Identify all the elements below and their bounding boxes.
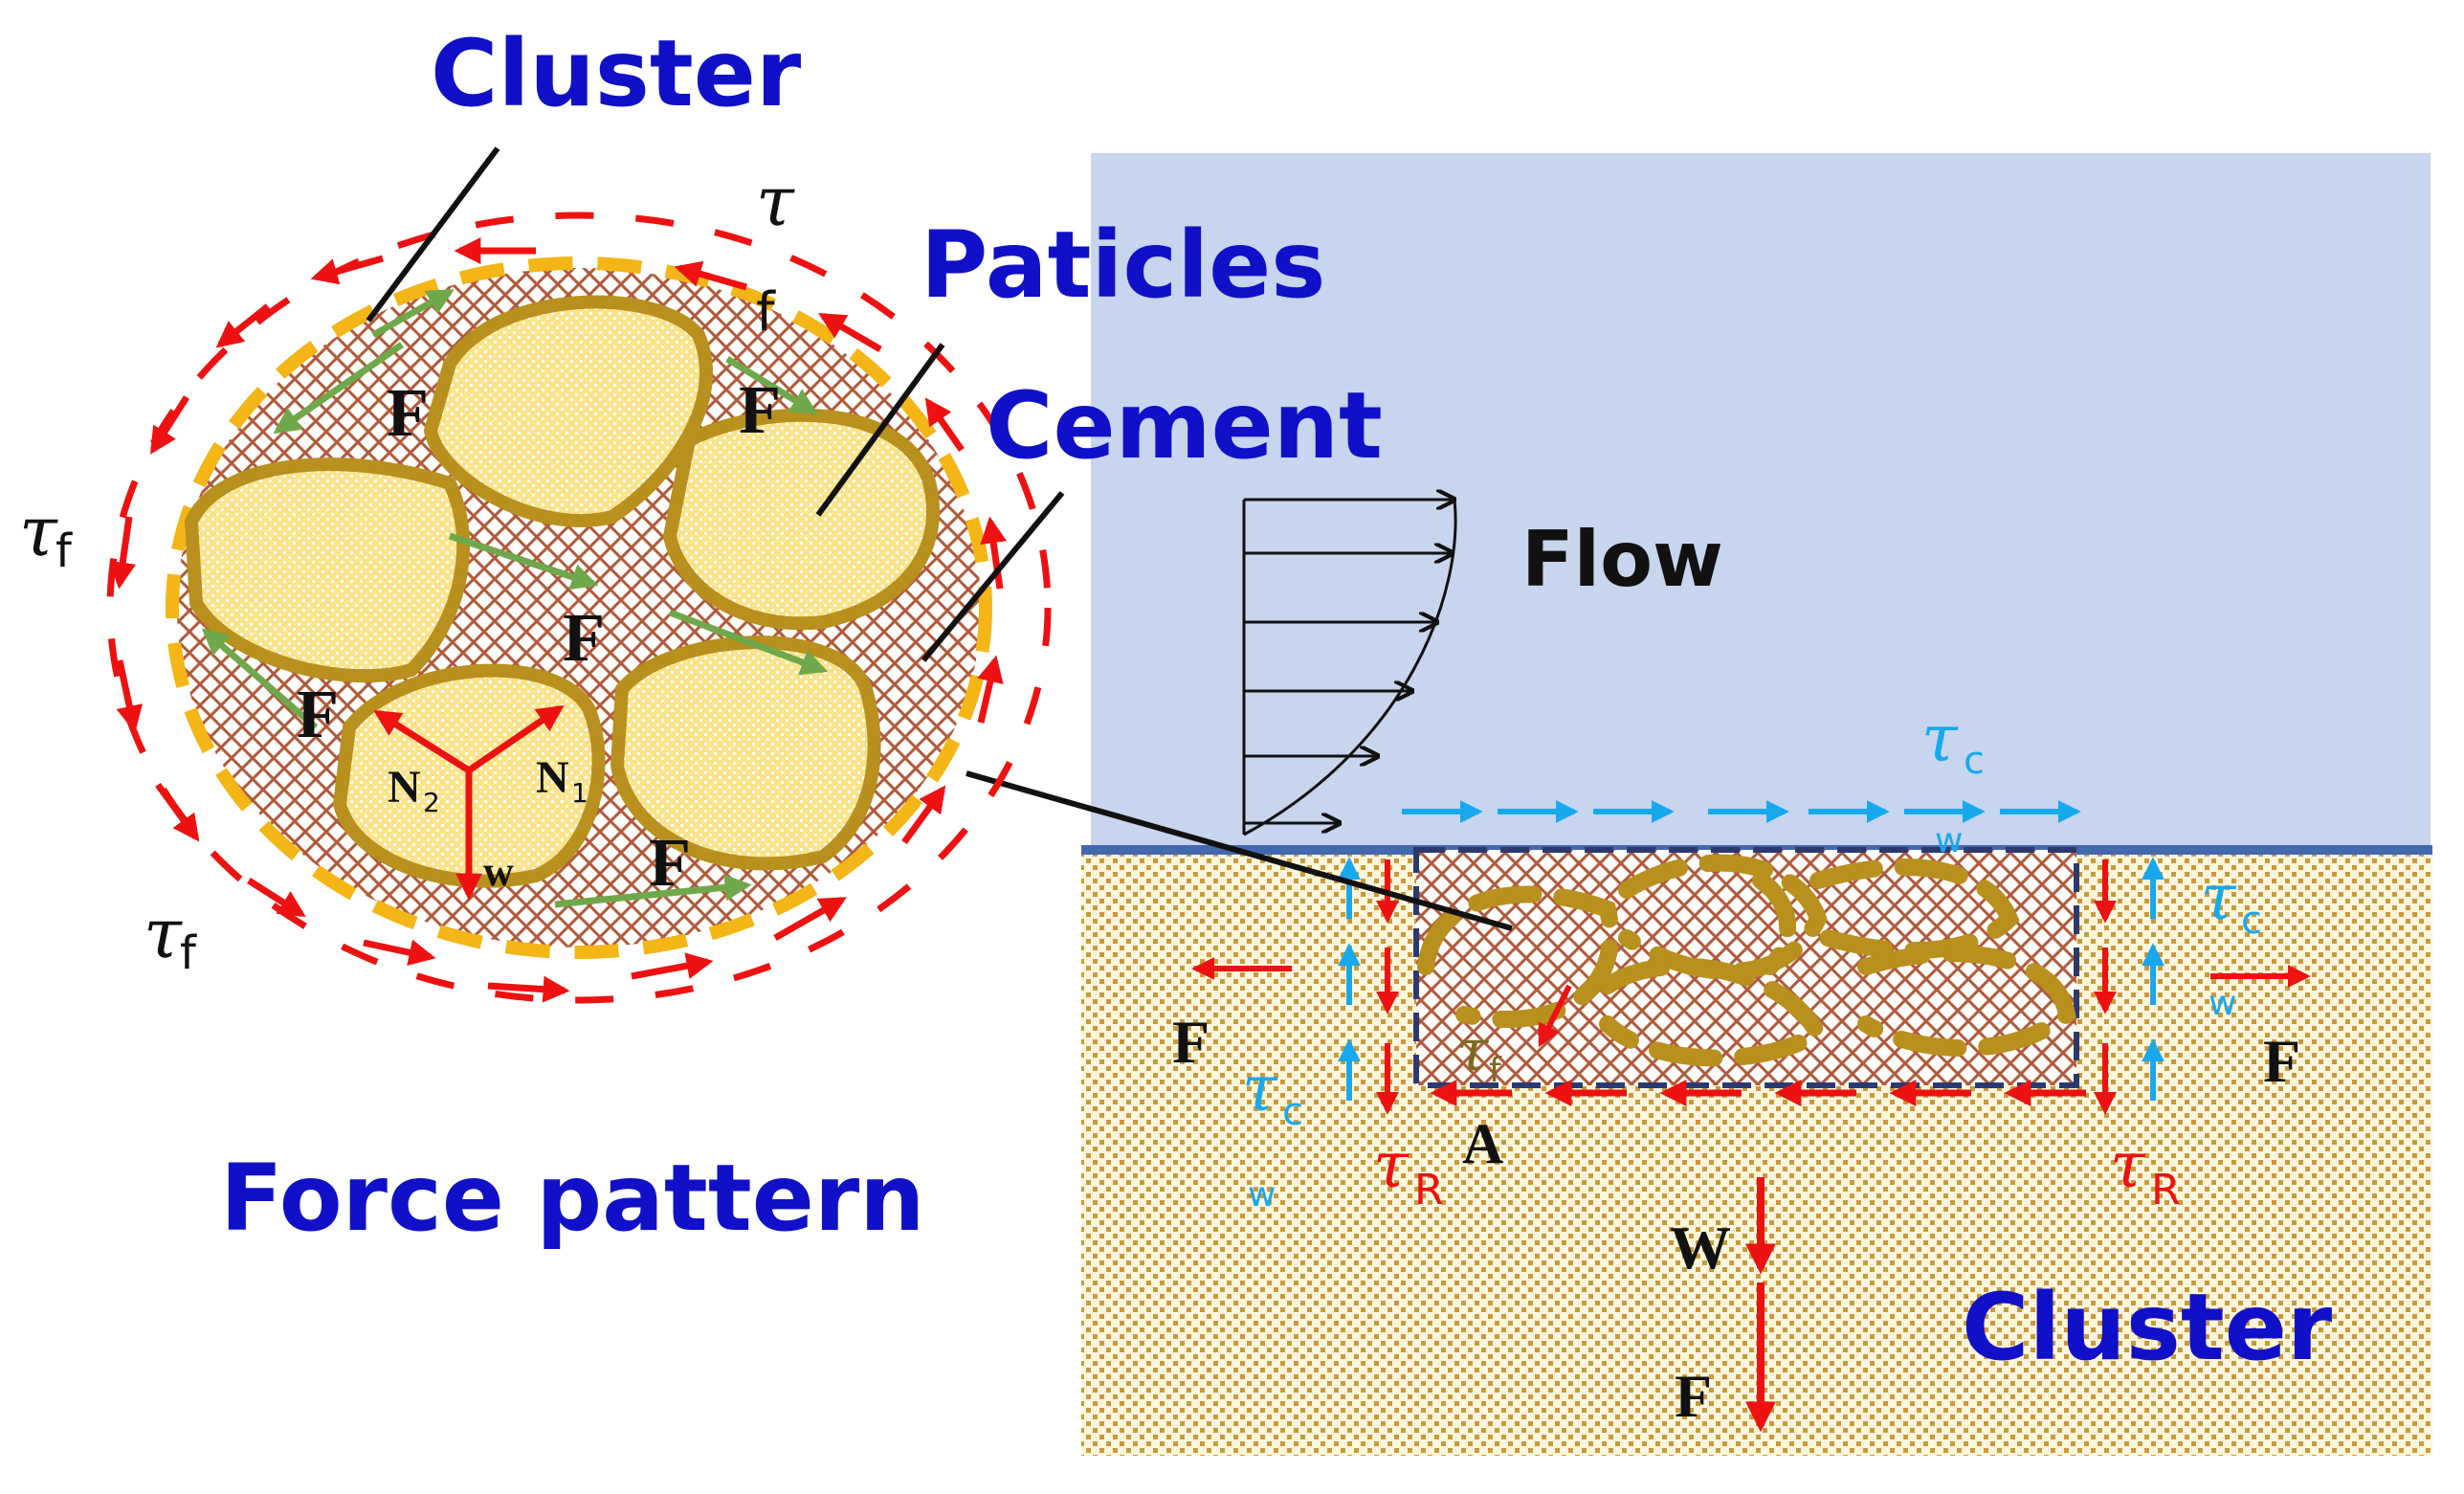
contact-force-arrows bbox=[201, 288, 829, 908]
tau-c-left: τ bbox=[1242, 1052, 1278, 1126]
velocity-profile bbox=[1242, 500, 1457, 836]
tau-f-bed: τ bbox=[1456, 1017, 1489, 1084]
particle-top bbox=[423, 295, 713, 527]
force-F-down: F bbox=[1675, 1362, 1712, 1430]
force-F-1: F bbox=[387, 374, 429, 451]
svg-text:c: c bbox=[1282, 1090, 1303, 1134]
normal-N1: N bbox=[536, 752, 569, 803]
left-side-arrows bbox=[1191, 857, 1399, 1115]
cluster-label-top: Cluster bbox=[431, 20, 802, 127]
f-top: f bbox=[756, 281, 776, 344]
area-A: A bbox=[1462, 1112, 1503, 1175]
svg-text:2: 2 bbox=[423, 787, 440, 818]
outer-shear-arrows bbox=[109, 237, 1008, 1003]
force-F-right: F bbox=[2263, 1027, 2300, 1095]
normal-N2: N bbox=[388, 762, 421, 813]
particle-reaction-forces bbox=[373, 704, 565, 901]
svg-text:f: f bbox=[180, 926, 197, 980]
tau-f-bottom: τ bbox=[144, 893, 183, 973]
weight-w: w bbox=[483, 848, 514, 895]
force-F-5: F bbox=[649, 824, 691, 901]
connector-line bbox=[966, 770, 1513, 931]
water-region bbox=[1091, 153, 2431, 850]
tau-f-left: τ bbox=[19, 491, 58, 571]
force-F-left: F bbox=[1172, 1008, 1210, 1076]
right-symbols: τ c w F τ c w τ f A τ R τ R τ c w F W F bbox=[1172, 702, 2300, 1430]
svg-text:f: f bbox=[55, 524, 73, 578]
svg-text:1: 1 bbox=[571, 777, 588, 809]
svg-text:R: R bbox=[1414, 1166, 1444, 1215]
particles-label: Paticles bbox=[921, 212, 1325, 319]
leader-lines bbox=[366, 146, 1065, 662]
particles bbox=[184, 295, 940, 888]
tau-c-right: τ bbox=[2201, 860, 2237, 934]
bed-cluster bbox=[1413, 847, 2079, 1088]
svg-text:c: c bbox=[1964, 739, 1985, 783]
force-F-2: F bbox=[739, 371, 781, 448]
svg-text:w: w bbox=[1935, 821, 1963, 860]
weight-W: W bbox=[1670, 1214, 1731, 1282]
svg-text:w: w bbox=[2209, 984, 2236, 1023]
cement-label: Cement bbox=[986, 372, 1383, 479]
left-symbols: τ f τ f τ f F F F F F N 2 N 1 w bbox=[19, 161, 795, 980]
force-F-3: F bbox=[563, 599, 605, 676]
svg-text:f: f bbox=[1489, 1051, 1502, 1090]
force-F-4: F bbox=[297, 676, 339, 752]
tau-c-top: τ bbox=[1921, 702, 1959, 777]
force-pattern-label: Force pattern bbox=[220, 1145, 925, 1252]
cluster-label-bottom: Cluster bbox=[1962, 1274, 2333, 1381]
right-side-arrows bbox=[2094, 857, 2311, 1115]
particle-left bbox=[184, 457, 471, 683]
svg-text:R: R bbox=[2151, 1166, 2181, 1215]
svg-text:c: c bbox=[2241, 899, 2262, 943]
tau-R-right: τ bbox=[2110, 1128, 2146, 1202]
flow-label: Flow bbox=[1521, 515, 1723, 604]
tau-top: τ bbox=[756, 161, 795, 241]
tau-R-left: τ bbox=[1373, 1128, 1410, 1202]
svg-text:w: w bbox=[1248, 1175, 1276, 1215]
particle-right bbox=[662, 408, 940, 631]
